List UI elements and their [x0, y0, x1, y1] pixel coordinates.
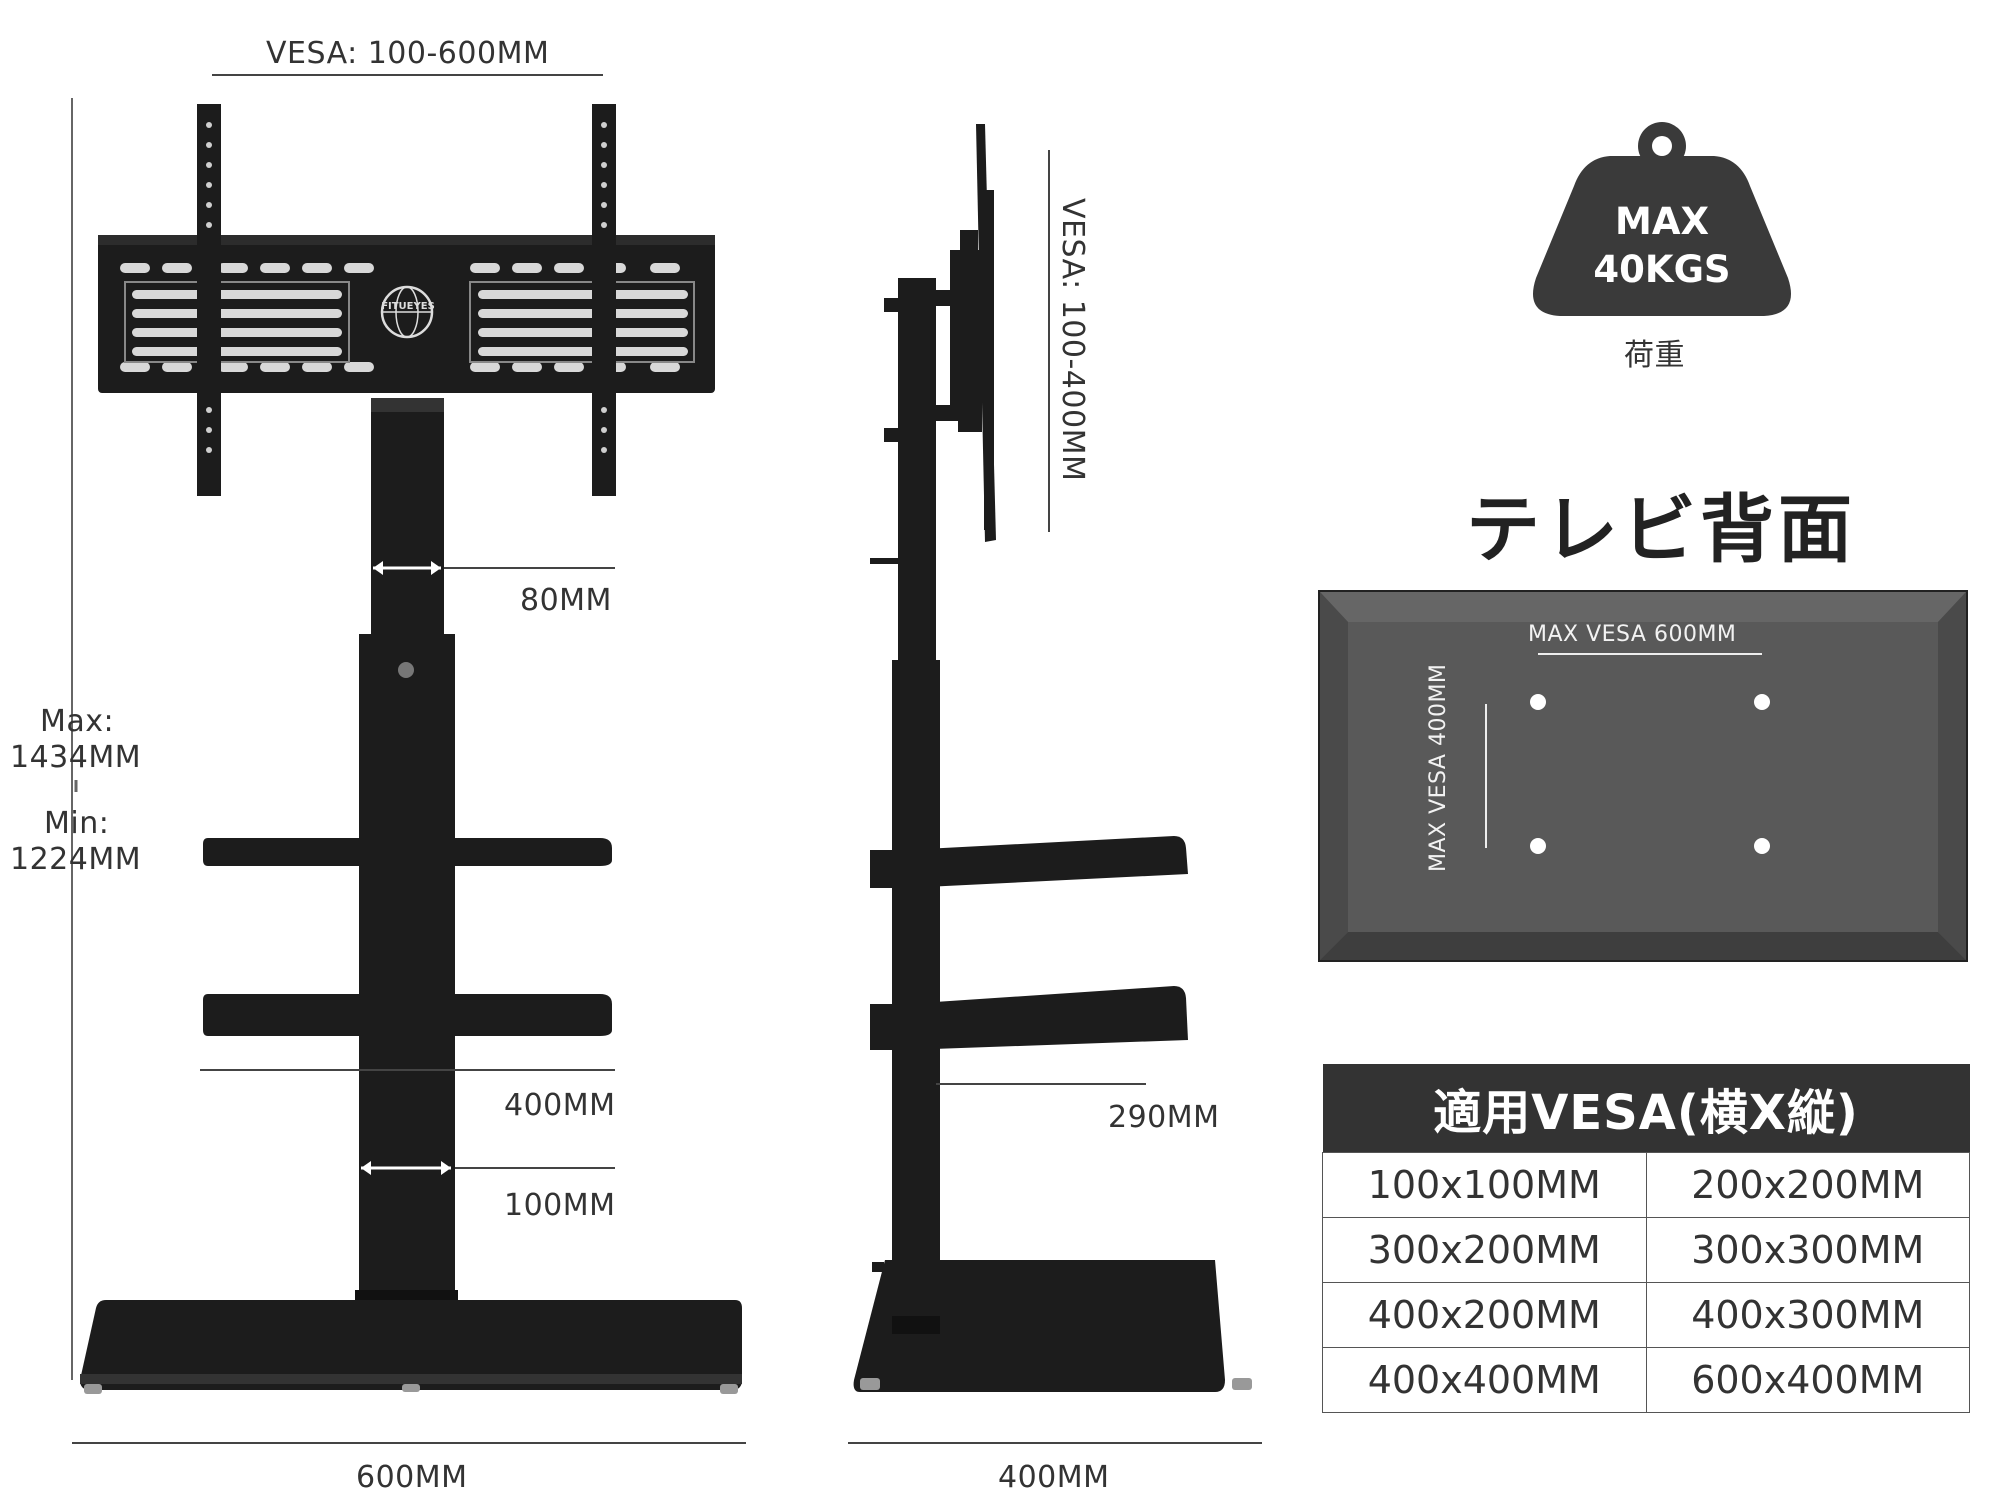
- vesa-hole-top-left: [1530, 694, 1546, 710]
- table-row: 400x400MM 600x400MM: [1322, 1347, 1970, 1413]
- table-cell: 400x200MM: [1322, 1282, 1647, 1348]
- weight-badge-line1: MAX: [1615, 200, 1709, 243]
- front-view-illustration: [71, 74, 746, 1444]
- table-cell: 400x300MM: [1645, 1282, 1970, 1348]
- max-vesa-vertical-label: MAX VESA 400MM: [1426, 663, 1451, 872]
- table-cell: 400x400MM: [1322, 1347, 1647, 1413]
- table-row: 300x200MM 300x300MM: [1322, 1217, 1970, 1283]
- height-min-label: Min:: [44, 806, 110, 841]
- tv-back-panel: MAX VESA 600MM MAX VESA 400MM: [1318, 590, 1968, 962]
- vesa-hole-top-right: [1754, 694, 1770, 710]
- table-cell: 100x100MM: [1322, 1152, 1647, 1218]
- table-row: 400x200MM 400x300MM: [1322, 1282, 1970, 1348]
- shelf-depth-label: 290MM: [1108, 1100, 1220, 1135]
- table-cell: 300x300MM: [1645, 1217, 1970, 1283]
- front-vesa-label: VESA: 100-600MM: [266, 36, 550, 71]
- height-min-value: 1224MM: [10, 842, 142, 877]
- vesa-hole-bottom-left: [1530, 838, 1546, 854]
- column-width-top-label: 80MM: [520, 583, 612, 618]
- side-view-illustration: [848, 124, 1262, 1444]
- height-max-value: 1434MM: [10, 740, 142, 775]
- column-width-bottom-label: 100MM: [504, 1188, 616, 1223]
- table-row: 100x100MM 200x200MM: [1322, 1152, 1970, 1218]
- weight-caption: 荷重: [1624, 338, 1685, 373]
- table-cell: 600x400MM: [1645, 1347, 1970, 1413]
- vesa-table-header: 適用VESA(横X縦): [1322, 1064, 1970, 1153]
- weight-badge-icon: [1533, 122, 1791, 316]
- table-cell: 300x200MM: [1322, 1217, 1647, 1283]
- height-max-label: Max:: [40, 704, 115, 739]
- vesa-hole-bottom-right: [1754, 838, 1770, 854]
- tv-back-heading: テレビ背面: [1466, 487, 1856, 573]
- table-cell: 200x200MM: [1645, 1152, 1970, 1218]
- weight-badge-line2: 40KGS: [1593, 248, 1731, 291]
- base-depth-label: 400MM: [998, 1460, 1110, 1495]
- brand-logo-text: FITUEYES: [381, 301, 435, 312]
- base-width-label: 600MM: [356, 1460, 468, 1495]
- vesa-compatibility-table: 適用VESA(横X縦) 100x100MM 200x200MM 300x200M…: [1322, 1064, 1970, 1413]
- side-vesa-vertical-label: VESA: 100-400MM: [1055, 198, 1090, 482]
- shelf-width-label: 400MM: [504, 1088, 616, 1123]
- max-vesa-horizontal-label: MAX VESA 600MM: [1528, 622, 1737, 647]
